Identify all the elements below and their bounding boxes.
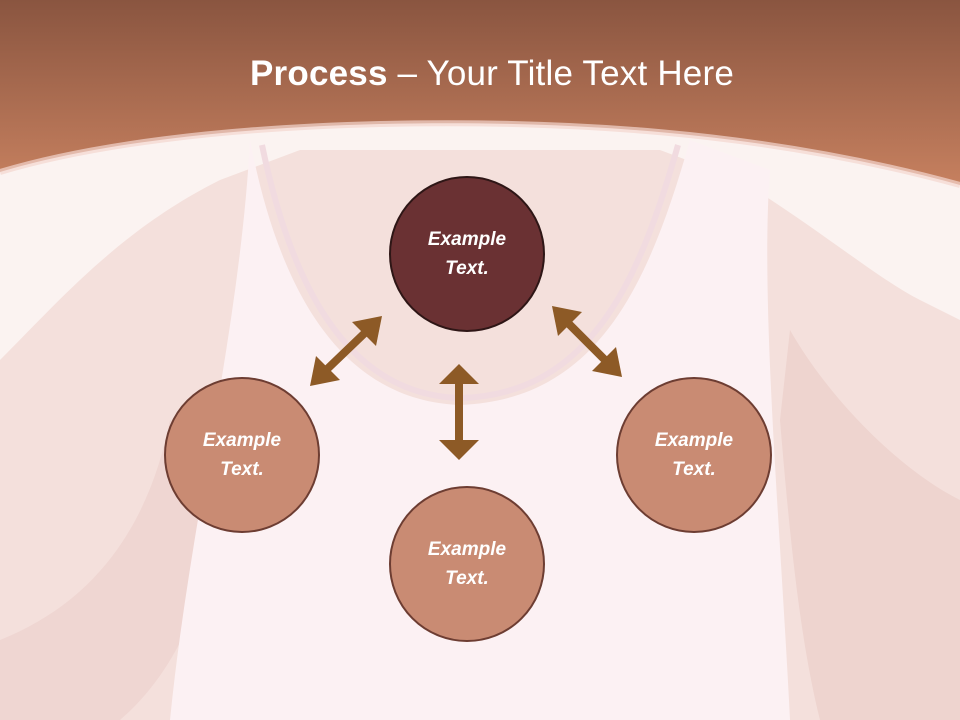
arrow-main-left [310, 316, 382, 386]
title-bold-part: Process [250, 54, 388, 93]
main-circle-text: Example Text. [427, 229, 507, 279]
main-circle: Example Text. [389, 176, 545, 332]
slide-title: Process – Your Title Text Here [0, 52, 960, 96]
right-circle: Example Text. [616, 377, 772, 533]
arrow-main-bottom [439, 364, 479, 460]
right-circle-text: Example Text. [654, 430, 734, 480]
arrow-main-right [552, 306, 622, 377]
left-circle-text: Example Text. [202, 430, 282, 480]
left-circle: Example Text. [164, 377, 320, 533]
title-regular-part: – Your Title Text Here [387, 54, 734, 93]
bottom-circle-text: Example Text. [427, 539, 507, 589]
bottom-circle: Example Text. [389, 486, 545, 642]
